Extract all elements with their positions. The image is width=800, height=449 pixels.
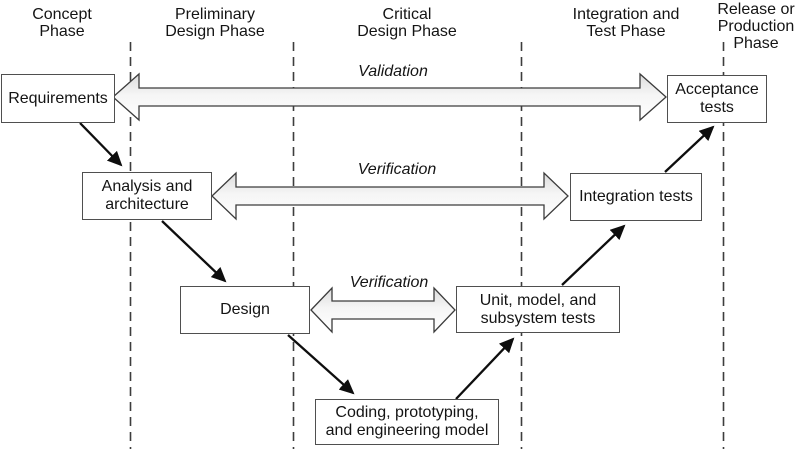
phase-header-integration-test: Integration and Test Phase xyxy=(561,6,691,40)
box-label-line: architecture xyxy=(105,196,189,213)
phase-header-line: Design Phase xyxy=(357,23,457,40)
box-label-line: Unit, model, and xyxy=(479,291,597,309)
flow-arrow-coding-to-unit xyxy=(455,337,515,400)
phase-header-concept: Concept Phase xyxy=(2,6,122,40)
box-acceptance-tests: Acceptance tests xyxy=(667,75,767,123)
phase-header-line: Production xyxy=(717,18,795,35)
phase-header-line: Phase xyxy=(733,35,779,52)
phase-header-line: Critical xyxy=(382,6,432,23)
box-label-line: and engineering model xyxy=(325,422,489,439)
phase-header-line: Integration and xyxy=(572,6,680,23)
phase-header-line: Release or xyxy=(717,1,795,18)
box-integration-tests: Integration tests xyxy=(570,173,702,221)
label-validation: Validation xyxy=(358,63,428,80)
box-label-line: tests xyxy=(700,99,734,116)
flow-arrow-analysis-to-design xyxy=(161,220,227,283)
box-analysis-architecture: Analysis and architecture xyxy=(82,172,212,220)
label-verification-low: Verification xyxy=(349,274,429,291)
box-label-line: Coding, prototyping, xyxy=(335,404,479,421)
phase-header-line: Concept xyxy=(32,6,92,23)
flow-arrow-integration-to-acceptance xyxy=(664,125,715,173)
phase-header-line: Preliminary xyxy=(174,6,255,23)
box-requirements: Requirements xyxy=(1,74,115,123)
phase-header-preliminary-design: Preliminary Design Phase xyxy=(150,6,280,40)
phase-header-line: Test Phase xyxy=(586,23,666,40)
flow-arrow-requirements-to-analysis xyxy=(79,122,123,167)
box-design: Design xyxy=(180,286,310,334)
box-label-line: subsystem tests xyxy=(480,309,596,327)
phase-header-release-production: Release or Production Phase xyxy=(696,1,800,52)
validation-double-arrow xyxy=(112,72,667,122)
verification-double-arrow-mid xyxy=(211,171,569,221)
phase-header-line: Phase xyxy=(39,23,85,40)
box-unit-model-subsystem-tests: Unit, model, and subsystem tests xyxy=(456,286,620,333)
verification-double-arrow-low xyxy=(310,286,456,334)
flow-arrow-design-to-coding xyxy=(287,334,355,395)
phase-header-critical-design: Critical Design Phase xyxy=(342,6,472,40)
flow-arrow-unit-to-integration xyxy=(561,224,626,286)
box-label-line: Design xyxy=(220,301,270,318)
box-label-line: Integration tests xyxy=(579,188,693,205)
phase-header-line: Design Phase xyxy=(165,23,265,40)
box-coding-prototyping: Coding, prototyping, and engineering mod… xyxy=(315,399,499,445)
label-verification-mid: Verification xyxy=(357,161,437,178)
box-label-line: Analysis and xyxy=(101,178,193,195)
box-label-line: Requirements xyxy=(8,89,108,107)
box-label-line: Acceptance xyxy=(675,81,759,98)
